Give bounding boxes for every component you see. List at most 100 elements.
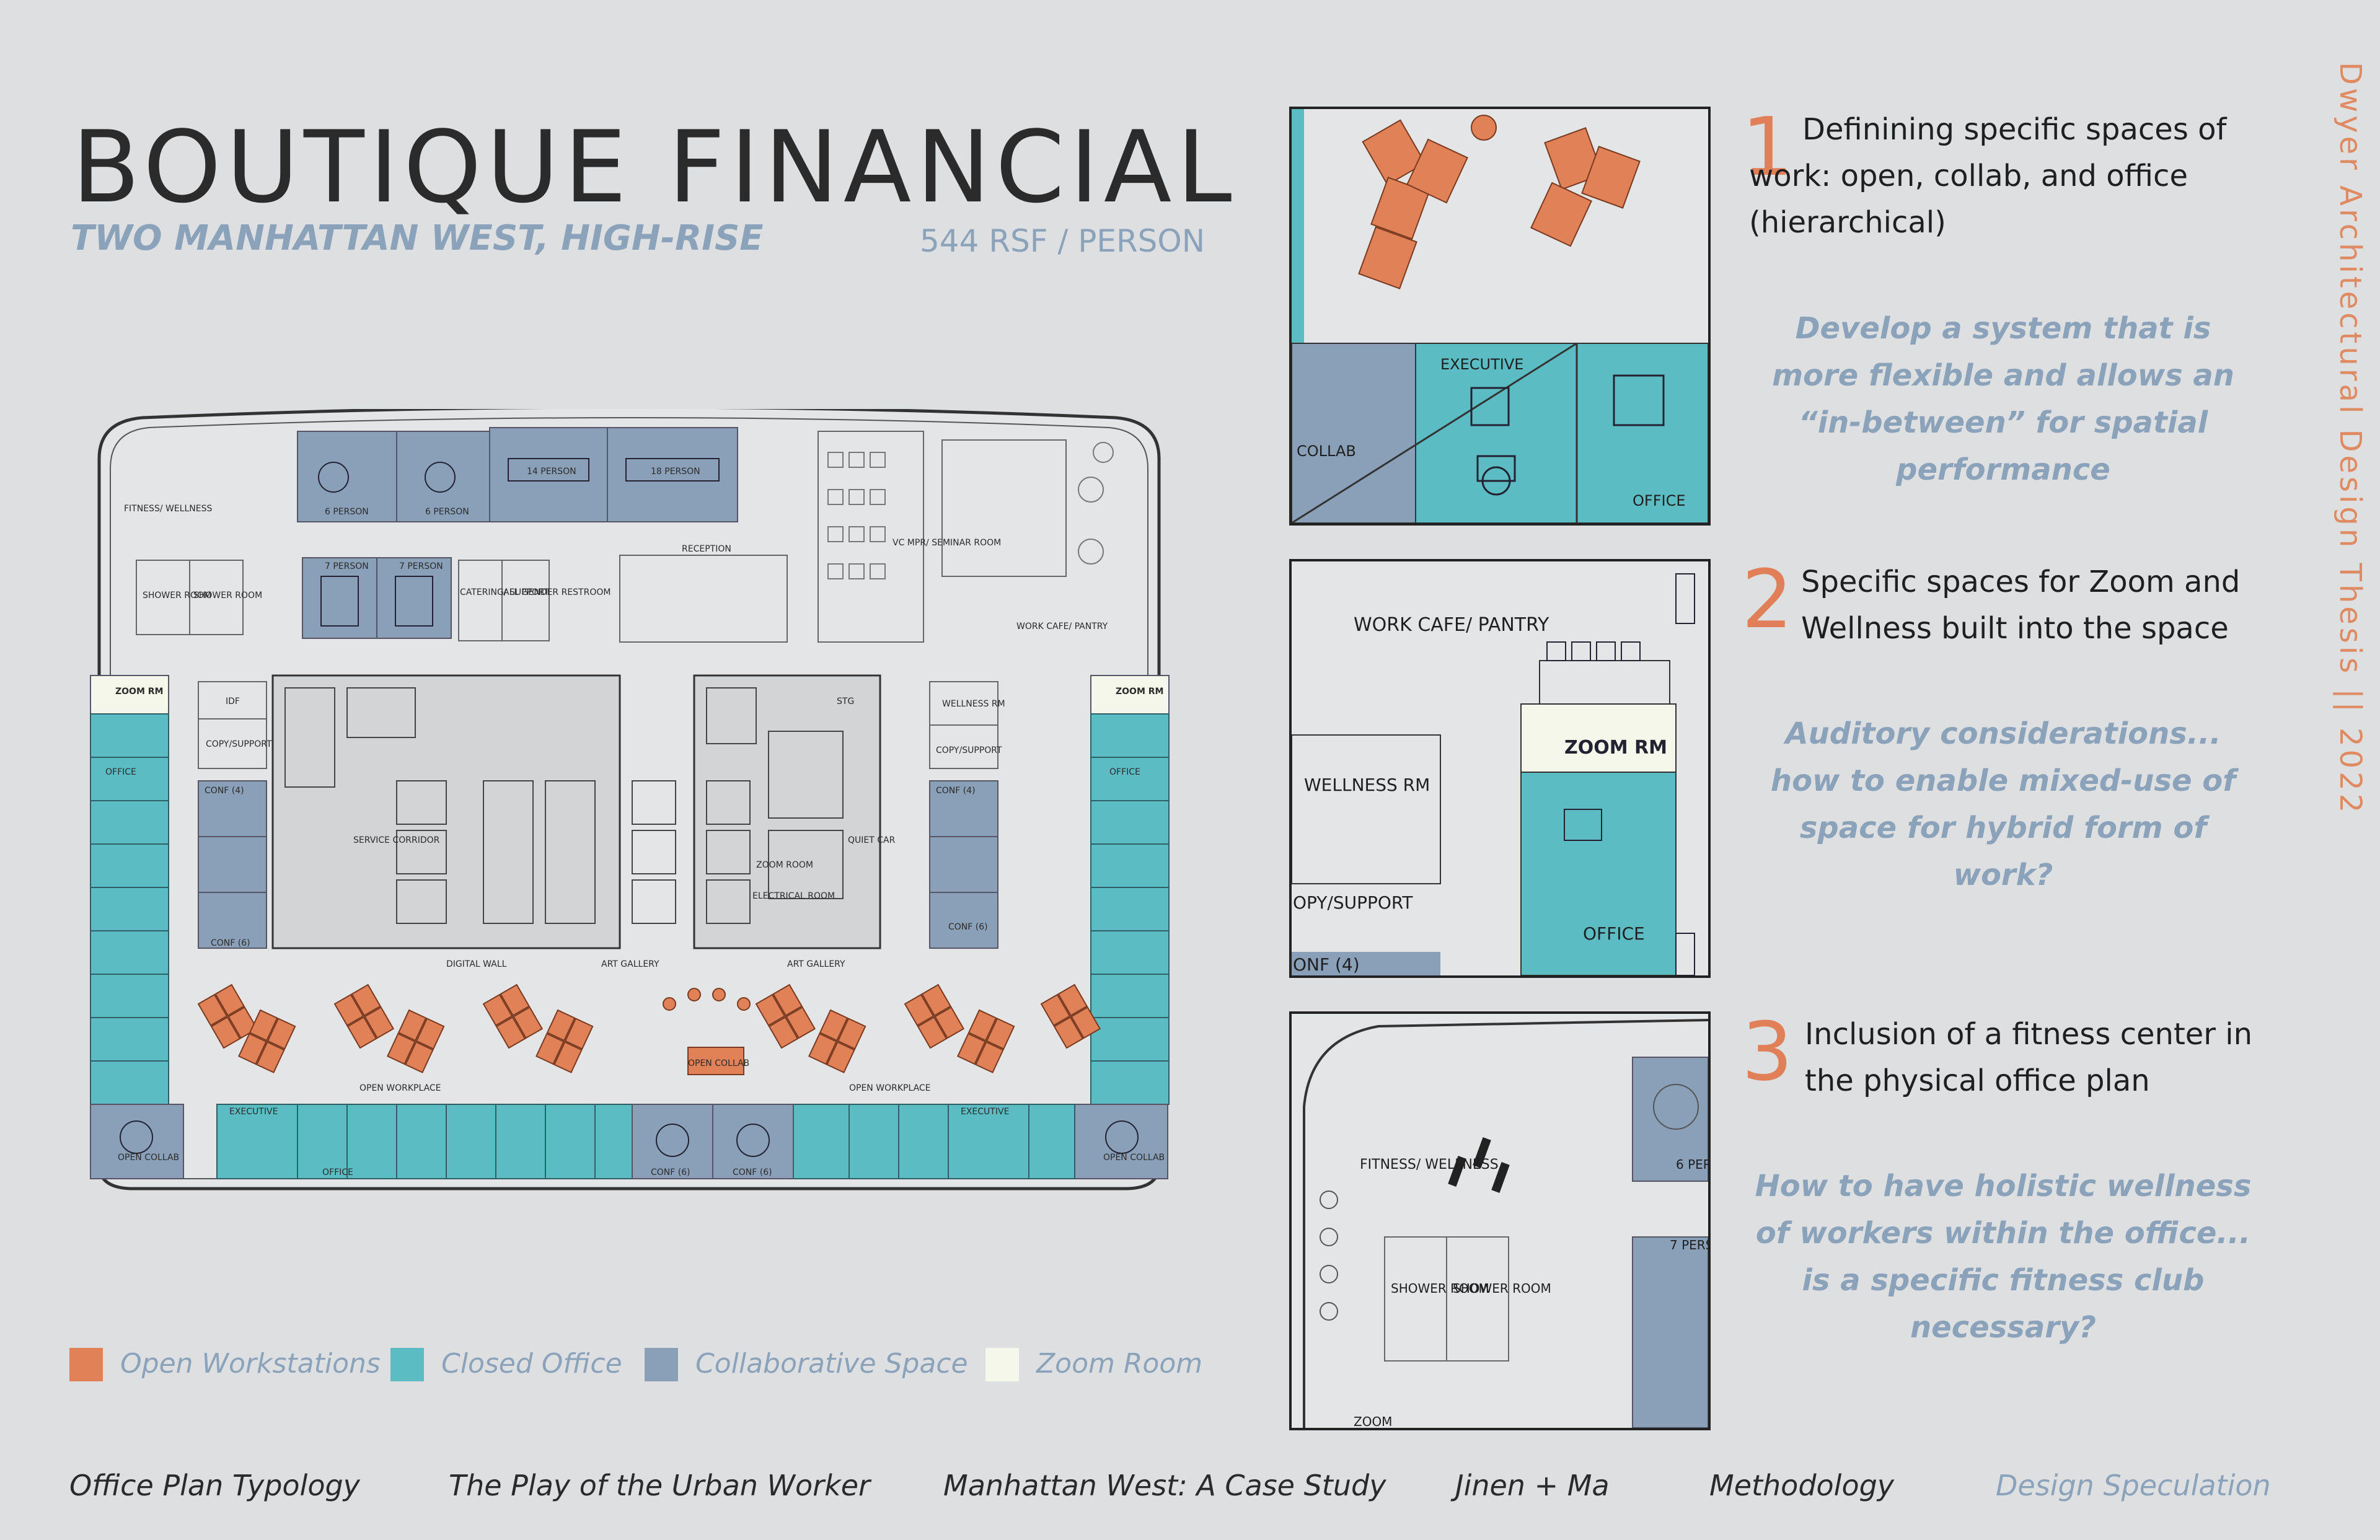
label-conf-6-bottom-a: CONF (6) bbox=[651, 1168, 690, 1177]
label-14-person: 14 PERSON bbox=[527, 467, 576, 477]
point-1-question: Develop a system that is more flexible a… bbox=[1772, 311, 2234, 487]
conf-4-right-a bbox=[929, 780, 998, 837]
panel3-label-zoom: ZOOM bbox=[1354, 1414, 1392, 1428]
label-open-wp-left: OPEN WORKPLACE bbox=[359, 1083, 441, 1093]
conf-6-bottom-b bbox=[712, 1104, 794, 1179]
label-copy-left: COPY/SUPPORT bbox=[206, 739, 272, 749]
label-zoom-room: ZOOM ROOM bbox=[756, 860, 813, 870]
label-18-person: 18 PERSON bbox=[651, 467, 700, 477]
panel3-label-shower-2: SHOWER ROOM bbox=[1453, 1281, 1551, 1296]
label-open-collab-right: OPEN COLLAB bbox=[1103, 1153, 1165, 1163]
conf-4-right-b bbox=[929, 836, 998, 893]
zoom-room-left bbox=[90, 675, 169, 715]
conf-7-person-b bbox=[376, 557, 452, 639]
point-2-number: 2 bbox=[1742, 552, 1793, 646]
zoom-room-right bbox=[1090, 675, 1170, 715]
nav-manhattan-west-case-study[interactable]: Manhattan West: A Case Study bbox=[943, 1469, 1386, 1502]
label-7-person-b: 7 PERSON bbox=[399, 561, 443, 571]
label-quiet: QUIET CAR bbox=[848, 835, 896, 845]
point-1-heading: Definining specific spaces of work: open… bbox=[1749, 112, 2227, 240]
label-stg: STG bbox=[837, 697, 854, 706]
legend: Open Workstations Closed Office Collabor… bbox=[69, 1348, 1202, 1385]
point-1-number: 1 bbox=[1742, 100, 1793, 194]
nav-office-plan-typology[interactable]: Office Plan Typology bbox=[69, 1469, 360, 1502]
label-office-left: OFFICE bbox=[105, 767, 136, 777]
core-right bbox=[693, 674, 881, 949]
legend-label-closed: Closed Office bbox=[441, 1348, 622, 1379]
label-6-person-b: 6 PERSON bbox=[425, 507, 469, 517]
detail-panel-2: WORK CAFE/ PANTRY ZOOM RM WELLNESS RM OP… bbox=[1289, 559, 1711, 978]
nav-design-speculation[interactable]: Design Speculation bbox=[1996, 1469, 2271, 1502]
label-art-1: ART GALLERY bbox=[601, 959, 659, 969]
label-conf-6-bottom-b: CONF (6) bbox=[733, 1168, 772, 1177]
legend-swatch-collab bbox=[645, 1348, 678, 1381]
legend-label-open: Open Workstations bbox=[120, 1348, 381, 1379]
label-reception: RECEPTION bbox=[682, 544, 731, 554]
label-open-collab: OPEN COLLAB bbox=[688, 1058, 749, 1068]
label-open-wp-right: OPEN WORKPLACE bbox=[849, 1083, 931, 1093]
label-6-person-a: 6 PERSON bbox=[325, 507, 369, 517]
label-shower-1: SHOWER ROOM bbox=[143, 591, 211, 601]
point-2-heading: Specific spaces for Zoom and Wellness bu… bbox=[1801, 565, 2241, 646]
conf-6-person-a bbox=[297, 431, 397, 522]
label-restroom: ALL GENDER RESTROOM bbox=[503, 587, 610, 597]
panel1-label-collab: COLLAB bbox=[1297, 442, 1356, 460]
nav-play-of-urban-worker[interactable]: The Play of the Urban Worker bbox=[449, 1469, 870, 1502]
open-collab-left bbox=[90, 1104, 184, 1179]
point-3-number: 3 bbox=[1742, 1005, 1793, 1099]
legend-label-collab: Collaborative Space bbox=[695, 1348, 968, 1379]
label-exec-right: EXECUTIVE bbox=[961, 1107, 1009, 1117]
page-title: BOUTIQUE FINANCIAL bbox=[72, 109, 1237, 225]
conf-6-right bbox=[929, 892, 998, 949]
nav-jinen-ma[interactable]: Jinen + Ma bbox=[1455, 1469, 1610, 1502]
panel3-label-fitness: FITNESS/ WELLNESS bbox=[1360, 1157, 1499, 1173]
conf-18-person bbox=[607, 427, 738, 522]
conf-6-bottom-a bbox=[632, 1104, 713, 1179]
label-cafe: WORK CAFE/ PANTRY bbox=[1016, 622, 1108, 631]
label-copy-right: COPY/SUPPORT bbox=[936, 746, 1002, 755]
panel2-label-conf: ONF (4) bbox=[1293, 954, 1360, 975]
panel2-label-office: OFFICE bbox=[1583, 923, 1645, 944]
label-electrical: ELECTRICAL ROOM bbox=[752, 891, 835, 901]
panel2-label-wellness: WELLNESS RM bbox=[1304, 775, 1430, 795]
thesis-credit: Dwyer Architectural Design Thesis || 202… bbox=[2333, 62, 2368, 816]
point-2-question: Auditory considerations... how to enable… bbox=[1770, 716, 2236, 892]
label-catering: CATERING/ SUPPORT bbox=[460, 587, 550, 597]
label-conf-4-left: CONF (4) bbox=[205, 786, 244, 796]
label-conf-6-right: CONF (6) bbox=[948, 922, 988, 932]
legend-label-zoom: Zoom Room bbox=[1036, 1348, 1203, 1379]
rsf-per-person: 544 RSF / PERSON bbox=[920, 223, 1205, 259]
conf-6-left bbox=[198, 892, 267, 949]
label-idf: IDF bbox=[226, 697, 240, 706]
nav-methodology[interactable]: Methodology bbox=[1709, 1469, 1895, 1502]
label-office-right: OFFICE bbox=[1109, 767, 1140, 777]
label-conf-4-right: CONF (4) bbox=[936, 786, 976, 796]
label-wellness: WELLNESS RM bbox=[942, 699, 1005, 709]
conf-14-person bbox=[489, 427, 608, 522]
panel1-label-office: OFFICE bbox=[1633, 492, 1686, 509]
conf-4-left-b bbox=[198, 836, 267, 893]
panel2-label-cafe: WORK CAFE/ PANTRY bbox=[1354, 614, 1549, 636]
panel2-label-copy: OPY/SUPPORT bbox=[1293, 892, 1413, 913]
label-fitness: FITNESS/ WELLNESS bbox=[124, 504, 212, 514]
label-digital: DIGITAL WALL bbox=[446, 959, 507, 969]
label-seminar: VC MPR/ SEMINAR ROOM bbox=[892, 538, 1001, 548]
point-3-question: How to have holistic wellness of workers… bbox=[1755, 1169, 2252, 1345]
legend-swatch-closed bbox=[390, 1348, 424, 1381]
floor-plan: FITNESS/ WELLNESS SHOWER ROOM SHOWER ROO… bbox=[74, 405, 1184, 1196]
label-conf-6-left: CONF (6) bbox=[211, 938, 250, 948]
conf-4-left-a bbox=[198, 780, 267, 837]
open-workstations bbox=[197, 983, 1101, 1075]
label-open-collab-left: OPEN COLLAB bbox=[118, 1153, 179, 1163]
label-shower-2: SHOWER ROOM bbox=[193, 591, 262, 601]
label-zoom-left: ZOOM RM bbox=[115, 687, 163, 697]
label-service: SERVICE CORRIDOR bbox=[353, 835, 440, 845]
panel2-label-zoom: ZOOM RM bbox=[1564, 737, 1667, 759]
label-exec-left: EXECUTIVE bbox=[229, 1107, 278, 1117]
label-7-person-a: 7 PERSON bbox=[325, 561, 369, 571]
page-subtitle: TWO MANHATTAN WEST, HIGH-RISE bbox=[71, 218, 764, 258]
label-zoom-right: ZOOM RM bbox=[1116, 687, 1163, 697]
panel3-label-7-person: 7 PERS bbox=[1670, 1238, 1708, 1252]
panel1-label-executive: EXECUTIVE bbox=[1440, 356, 1523, 373]
detail-panel-3: FITNESS/ WELLNESS SHOWER ROOM SHOWER ROO… bbox=[1289, 1011, 1711, 1430]
